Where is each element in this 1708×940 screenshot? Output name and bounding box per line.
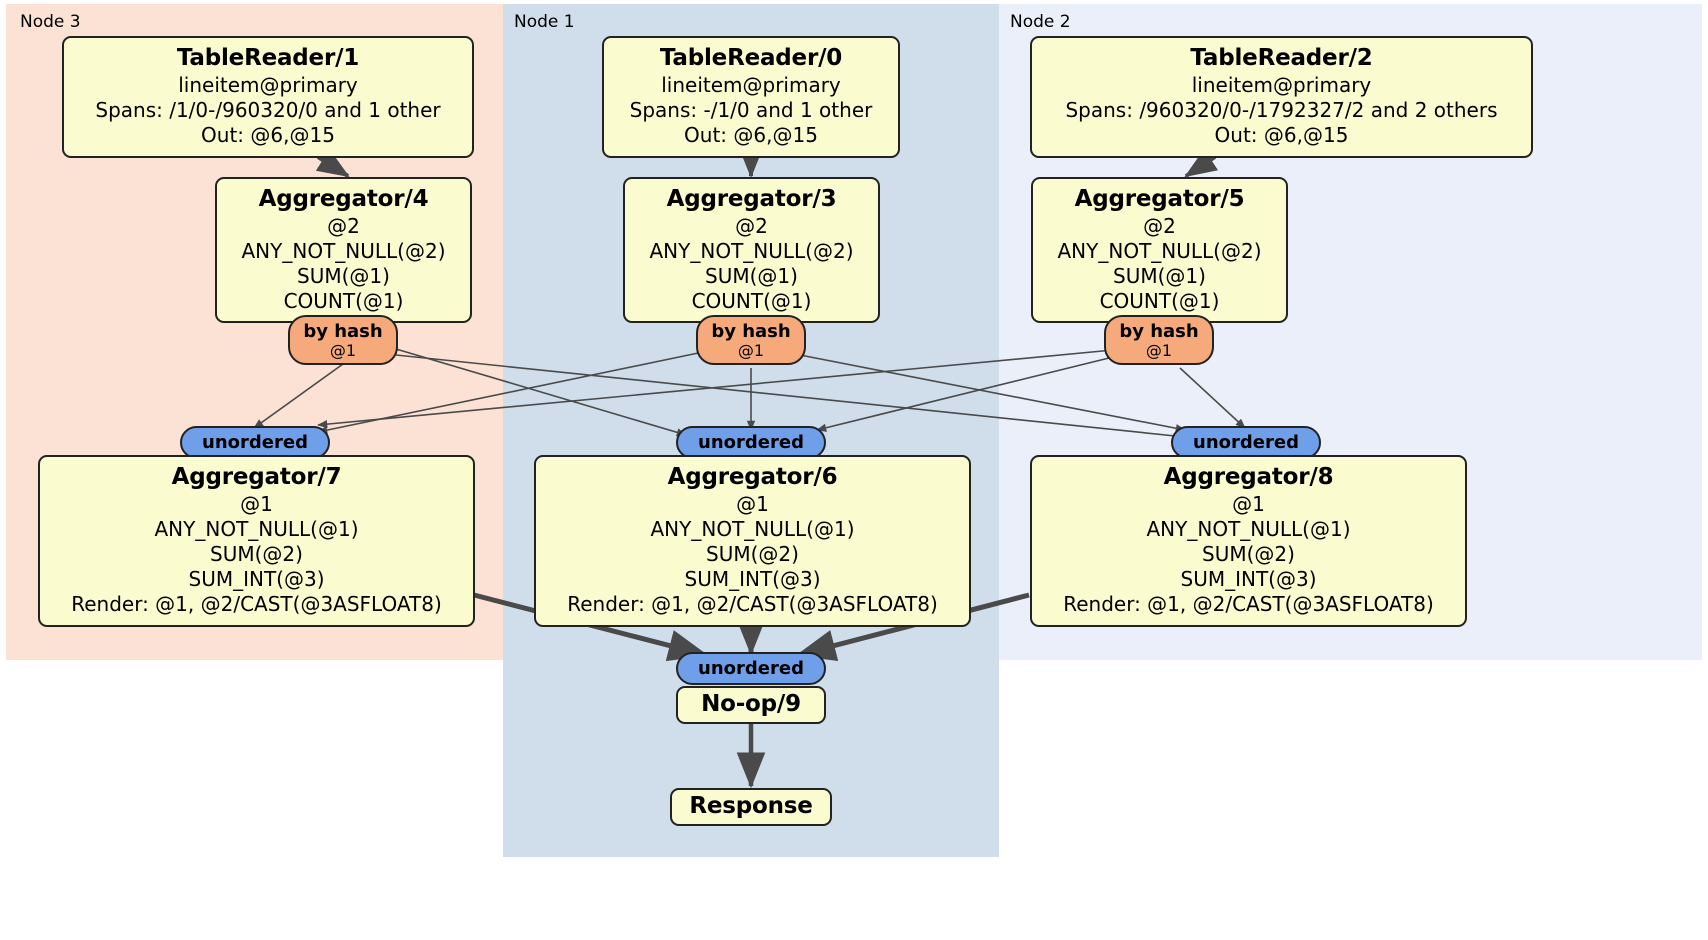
panel-node-2-label: Node 2 xyxy=(1010,12,1071,32)
processor-detail: ANY_NOT_NULL(@2) xyxy=(1057,239,1262,263)
processor-detail: Render: @1, @2/CAST(@3ASFLOAT8) xyxy=(567,592,938,616)
processor-title: Aggregator/6 xyxy=(667,464,838,490)
processor-detail: Render: @1, @2/CAST(@3ASFLOAT8) xyxy=(1063,592,1434,616)
router-label: by hash xyxy=(1119,320,1199,342)
processor-detail: SUM(@1) xyxy=(1113,264,1206,288)
processor-detail: Out: @6,@15 xyxy=(1214,123,1349,147)
processor-aggregator-7[interactable]: Aggregator/7 @1 ANY_NOT_NULL(@1) SUM(@2)… xyxy=(38,455,475,627)
router-by-hash-right[interactable]: by hash @1 xyxy=(1104,315,1214,365)
processor-detail: SUM_INT(@3) xyxy=(684,567,821,591)
processor-detail: SUM_INT(@3) xyxy=(188,567,325,591)
router-unordered-final[interactable]: unordered xyxy=(676,652,826,685)
processor-tablereader-1[interactable]: TableReader/1 lineitem@primary Spans: /1… xyxy=(62,36,474,158)
processor-title: TableReader/1 xyxy=(176,45,360,71)
processor-detail: SUM(@2) xyxy=(706,542,799,566)
router-label: unordered xyxy=(698,657,804,679)
router-sublabel: @1 xyxy=(329,340,357,360)
processor-detail: @1 xyxy=(1232,492,1265,516)
processor-title: TableReader/0 xyxy=(659,45,843,71)
router-by-hash-left[interactable]: by hash @1 xyxy=(288,315,398,365)
processor-noop-9[interactable]: No-op/9 xyxy=(676,686,826,724)
processor-detail: ANY_NOT_NULL(@1) xyxy=(154,517,359,541)
processor-detail: @1 xyxy=(736,492,769,516)
router-unordered-mid[interactable]: unordered xyxy=(676,426,826,459)
processor-title: Response xyxy=(689,793,813,819)
processor-detail: ANY_NOT_NULL(@2) xyxy=(241,239,446,263)
router-sublabel: @1 xyxy=(737,340,765,360)
processor-detail: COUNT(@1) xyxy=(1099,289,1220,313)
processor-detail: SUM(@1) xyxy=(297,264,390,288)
processor-detail: Render: @1, @2/CAST(@3ASFLOAT8) xyxy=(71,592,442,616)
processor-detail: SUM(@2) xyxy=(210,542,303,566)
router-label: by hash xyxy=(711,320,791,342)
processor-detail: lineitem@primary xyxy=(661,73,841,97)
processor-detail: Spans: /960320/0-/1792327/2 and 2 others xyxy=(1065,98,1498,122)
router-label: by hash xyxy=(303,320,383,342)
processor-detail: SUM_INT(@3) xyxy=(1180,567,1317,591)
processor-detail: Out: @6,@15 xyxy=(201,123,335,147)
processor-title: Aggregator/5 xyxy=(1074,186,1245,212)
router-label: unordered xyxy=(202,431,308,453)
processor-aggregator-4[interactable]: Aggregator/4 @2 ANY_NOT_NULL(@2) SUM(@1)… xyxy=(215,177,472,323)
processor-detail: ANY_NOT_NULL(@2) xyxy=(649,239,854,263)
processor-detail: lineitem@primary xyxy=(178,73,358,97)
processor-detail: @2 xyxy=(735,214,768,238)
processor-detail: Out: @6,@15 xyxy=(684,123,818,147)
processor-detail: @1 xyxy=(240,492,273,516)
processor-aggregator-5[interactable]: Aggregator/5 @2 ANY_NOT_NULL(@2) SUM(@1)… xyxy=(1031,177,1288,323)
panel-node-1-label: Node 1 xyxy=(514,12,575,32)
panel-node-3-label: Node 3 xyxy=(20,12,81,32)
processor-title: Aggregator/4 xyxy=(258,186,429,212)
router-by-hash-mid[interactable]: by hash @1 xyxy=(696,315,806,365)
processor-detail: @2 xyxy=(1143,214,1176,238)
processor-title: Aggregator/3 xyxy=(666,186,837,212)
processor-aggregator-3[interactable]: Aggregator/3 @2 ANY_NOT_NULL(@2) SUM(@1)… xyxy=(623,177,880,323)
processor-aggregator-6[interactable]: Aggregator/6 @1 ANY_NOT_NULL(@1) SUM(@2)… xyxy=(534,455,971,627)
processor-detail: ANY_NOT_NULL(@1) xyxy=(650,517,855,541)
processor-detail: @2 xyxy=(327,214,360,238)
router-label: unordered xyxy=(698,431,804,453)
processor-detail: ANY_NOT_NULL(@1) xyxy=(1146,517,1351,541)
processor-response[interactable]: Response xyxy=(670,788,832,826)
router-unordered-left[interactable]: unordered xyxy=(180,426,330,459)
processor-detail: SUM(@2) xyxy=(1202,542,1295,566)
processor-title: TableReader/2 xyxy=(1190,45,1373,71)
processor-title: No-op/9 xyxy=(701,691,801,717)
processor-detail: COUNT(@1) xyxy=(283,289,404,313)
processor-detail: SUM(@1) xyxy=(705,264,798,288)
processor-title: Aggregator/8 xyxy=(1163,464,1334,490)
router-label: unordered xyxy=(1193,431,1299,453)
processor-title: Aggregator/7 xyxy=(171,464,342,490)
processor-tablereader-0[interactable]: TableReader/0 lineitem@primary Spans: -/… xyxy=(602,36,900,158)
processor-detail: Spans: -/1/0 and 1 other xyxy=(629,98,873,122)
processor-tablereader-2[interactable]: TableReader/2 lineitem@primary Spans: /9… xyxy=(1030,36,1533,158)
processor-detail: COUNT(@1) xyxy=(691,289,812,313)
router-sublabel: @1 xyxy=(1145,340,1173,360)
processor-detail: lineitem@primary xyxy=(1191,73,1372,97)
processor-detail: Spans: /1/0-/960320/0 and 1 other xyxy=(95,98,441,122)
processor-aggregator-8[interactable]: Aggregator/8 @1 ANY_NOT_NULL(@1) SUM(@2)… xyxy=(1030,455,1467,627)
